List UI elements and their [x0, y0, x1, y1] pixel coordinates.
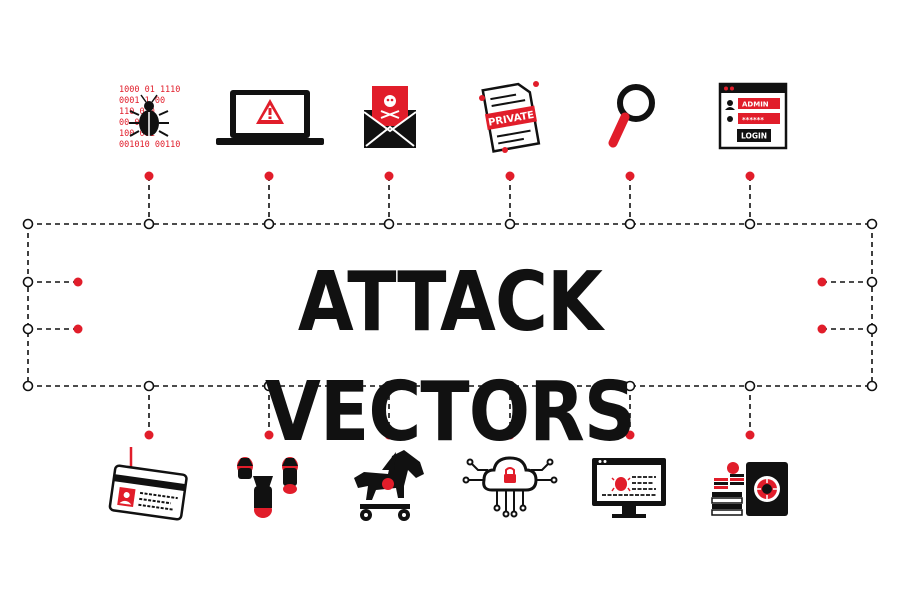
login-form-icon: ADMIN ****** LOGIN — [718, 82, 788, 150]
money-safe-icon — [711, 462, 788, 516]
frame-node — [504, 380, 516, 392]
frame-node — [624, 218, 636, 230]
red-node — [264, 430, 274, 440]
frame-corner-node — [22, 380, 34, 392]
malware-bug-binary-icon: 1000 01 1110 0001 1 00 110 010 00 00 100… — [119, 85, 180, 150]
frame-node — [263, 218, 275, 230]
frame-corner-node — [866, 218, 878, 230]
hooked-id-card-icon — [108, 447, 188, 521]
bombs-icon — [237, 457, 298, 518]
private-document-icon: PRIVATE — [479, 81, 541, 153]
trojan-horse-icon — [354, 450, 424, 521]
red-node — [144, 430, 154, 440]
username-field: ADMIN — [742, 101, 769, 109]
binary-line: 001010 00110 — [119, 140, 180, 150]
frame-node — [263, 380, 275, 392]
red-node — [73, 277, 83, 287]
frame-node — [504, 218, 516, 230]
page-title: ATTACK VECTORS — [264, 255, 636, 460]
cloud-circuit-icon — [462, 456, 558, 518]
red-node — [625, 430, 635, 440]
frame-node — [624, 380, 636, 392]
connector-network — [22, 171, 878, 440]
red-node — [625, 171, 635, 181]
frame-side-node — [22, 276, 34, 288]
password-field: ****** — [742, 116, 764, 124]
frame-side-node — [866, 323, 878, 335]
phishing-email-icon — [363, 86, 417, 148]
binary-line: 1000 01 1110 — [119, 85, 180, 95]
red-node — [745, 430, 755, 440]
frame-node — [143, 380, 155, 392]
frame-node — [383, 380, 395, 392]
frame-node — [143, 218, 155, 230]
red-node — [505, 171, 515, 181]
red-node — [817, 277, 827, 287]
infected-monitor-icon — [592, 458, 666, 518]
red-node — [384, 430, 394, 440]
frame-node — [383, 218, 395, 230]
frame-side-node — [866, 276, 878, 288]
magnifier-icon — [608, 84, 655, 148]
binary-line: 0001 1 00 — [119, 96, 165, 106]
frame-node — [744, 218, 756, 230]
binary-line: 110 010 — [119, 107, 155, 117]
red-node — [384, 171, 394, 181]
red-node — [817, 324, 827, 334]
frame-corner-node — [866, 380, 878, 392]
frame-node — [744, 380, 756, 392]
red-node — [73, 324, 83, 334]
frame-corner-node — [22, 218, 34, 230]
red-node — [505, 430, 515, 440]
red-node — [264, 171, 274, 181]
frame-side-node — [22, 323, 34, 335]
laptop-warning-icon — [216, 90, 324, 145]
login-button: LOGIN — [741, 132, 767, 141]
bug-icon — [129, 94, 169, 137]
red-node — [745, 171, 755, 181]
red-node — [144, 171, 154, 181]
binary-line: 100 011 — [119, 129, 155, 139]
